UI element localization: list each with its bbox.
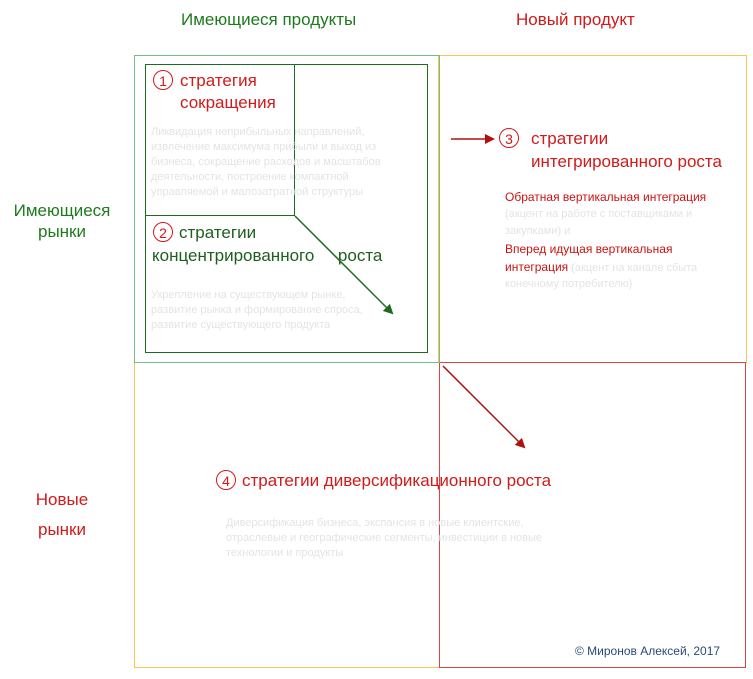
copyright: © Миронов Алексей, 2017 [575, 644, 721, 658]
strategy-3-forward-desc-inline: (акцент на канале сбыта [568, 262, 698, 274]
strategy-3-forward-label-line1: Вперед идущая вертикальная [505, 242, 673, 256]
strategy-1-title-line1: стратегия [180, 71, 257, 90]
strategy-1-description: Ликвидация неприбыльных направлений, изв… [151, 126, 381, 198]
header-new-product: Новый продукт [516, 10, 635, 29]
header-existing-markets-line1: Имеющиеся [13, 201, 111, 220]
header-existing-markets: Имеющиеся рынки [0, 200, 124, 242]
header-new-markets-line2: рынки [38, 520, 86, 539]
strategy-3-backward-label: Обратная вертикальная интеграция [505, 190, 707, 204]
arrow-concentrated-growth [294, 215, 394, 315]
strategy-3-forward-line2: интеграция (акцент на канале сбыта [505, 258, 697, 277]
strategy-1-title: стратегия сокращения [180, 70, 276, 114]
strategy-4-title: стратегии диверсификационного роста [242, 471, 552, 490]
strategy-2-number: 2 [153, 222, 173, 242]
header-new-markets-line1: Новые [35, 490, 89, 509]
quadrant-bottom-right [439, 362, 746, 668]
strategy-1-number: 1 [153, 70, 173, 90]
strategy-2-description: Укрепление на существующем рынке, развит… [151, 289, 363, 331]
strategy-2-title-line2: концентрированного роста [152, 246, 383, 265]
strategy-1-title-line2: сокращения [180, 93, 276, 112]
header-existing-markets-line2: рынки [38, 222, 86, 241]
reduction-frame [145, 64, 295, 216]
strategy-4-number: 4 [216, 470, 236, 490]
arrow-diversification-growth [442, 365, 526, 449]
strategy-3-backward-desc: (акцент на работе с поставщиками и закуп… [505, 208, 693, 237]
strategy-3-forward-label-line2: интеграция [505, 260, 569, 274]
header-existing-products: Имеющиеся продукты [181, 10, 357, 29]
strategy-3-number: 3 [499, 128, 519, 148]
strategy-2-title-line1: стратегии [179, 223, 257, 242]
strategy-3-title-line2: интегрированного роста [531, 152, 722, 171]
strategy-3-title-line1: стратегии [531, 129, 609, 148]
quadrant-top-left [134, 55, 440, 363]
strategy-3-forward-desc-line2: конечному потребителю) [505, 278, 633, 290]
strategy-4-description: Диверсификация бизнеса, экспансия в новы… [226, 517, 543, 559]
header-new-markets: Новые рынки [0, 485, 124, 545]
